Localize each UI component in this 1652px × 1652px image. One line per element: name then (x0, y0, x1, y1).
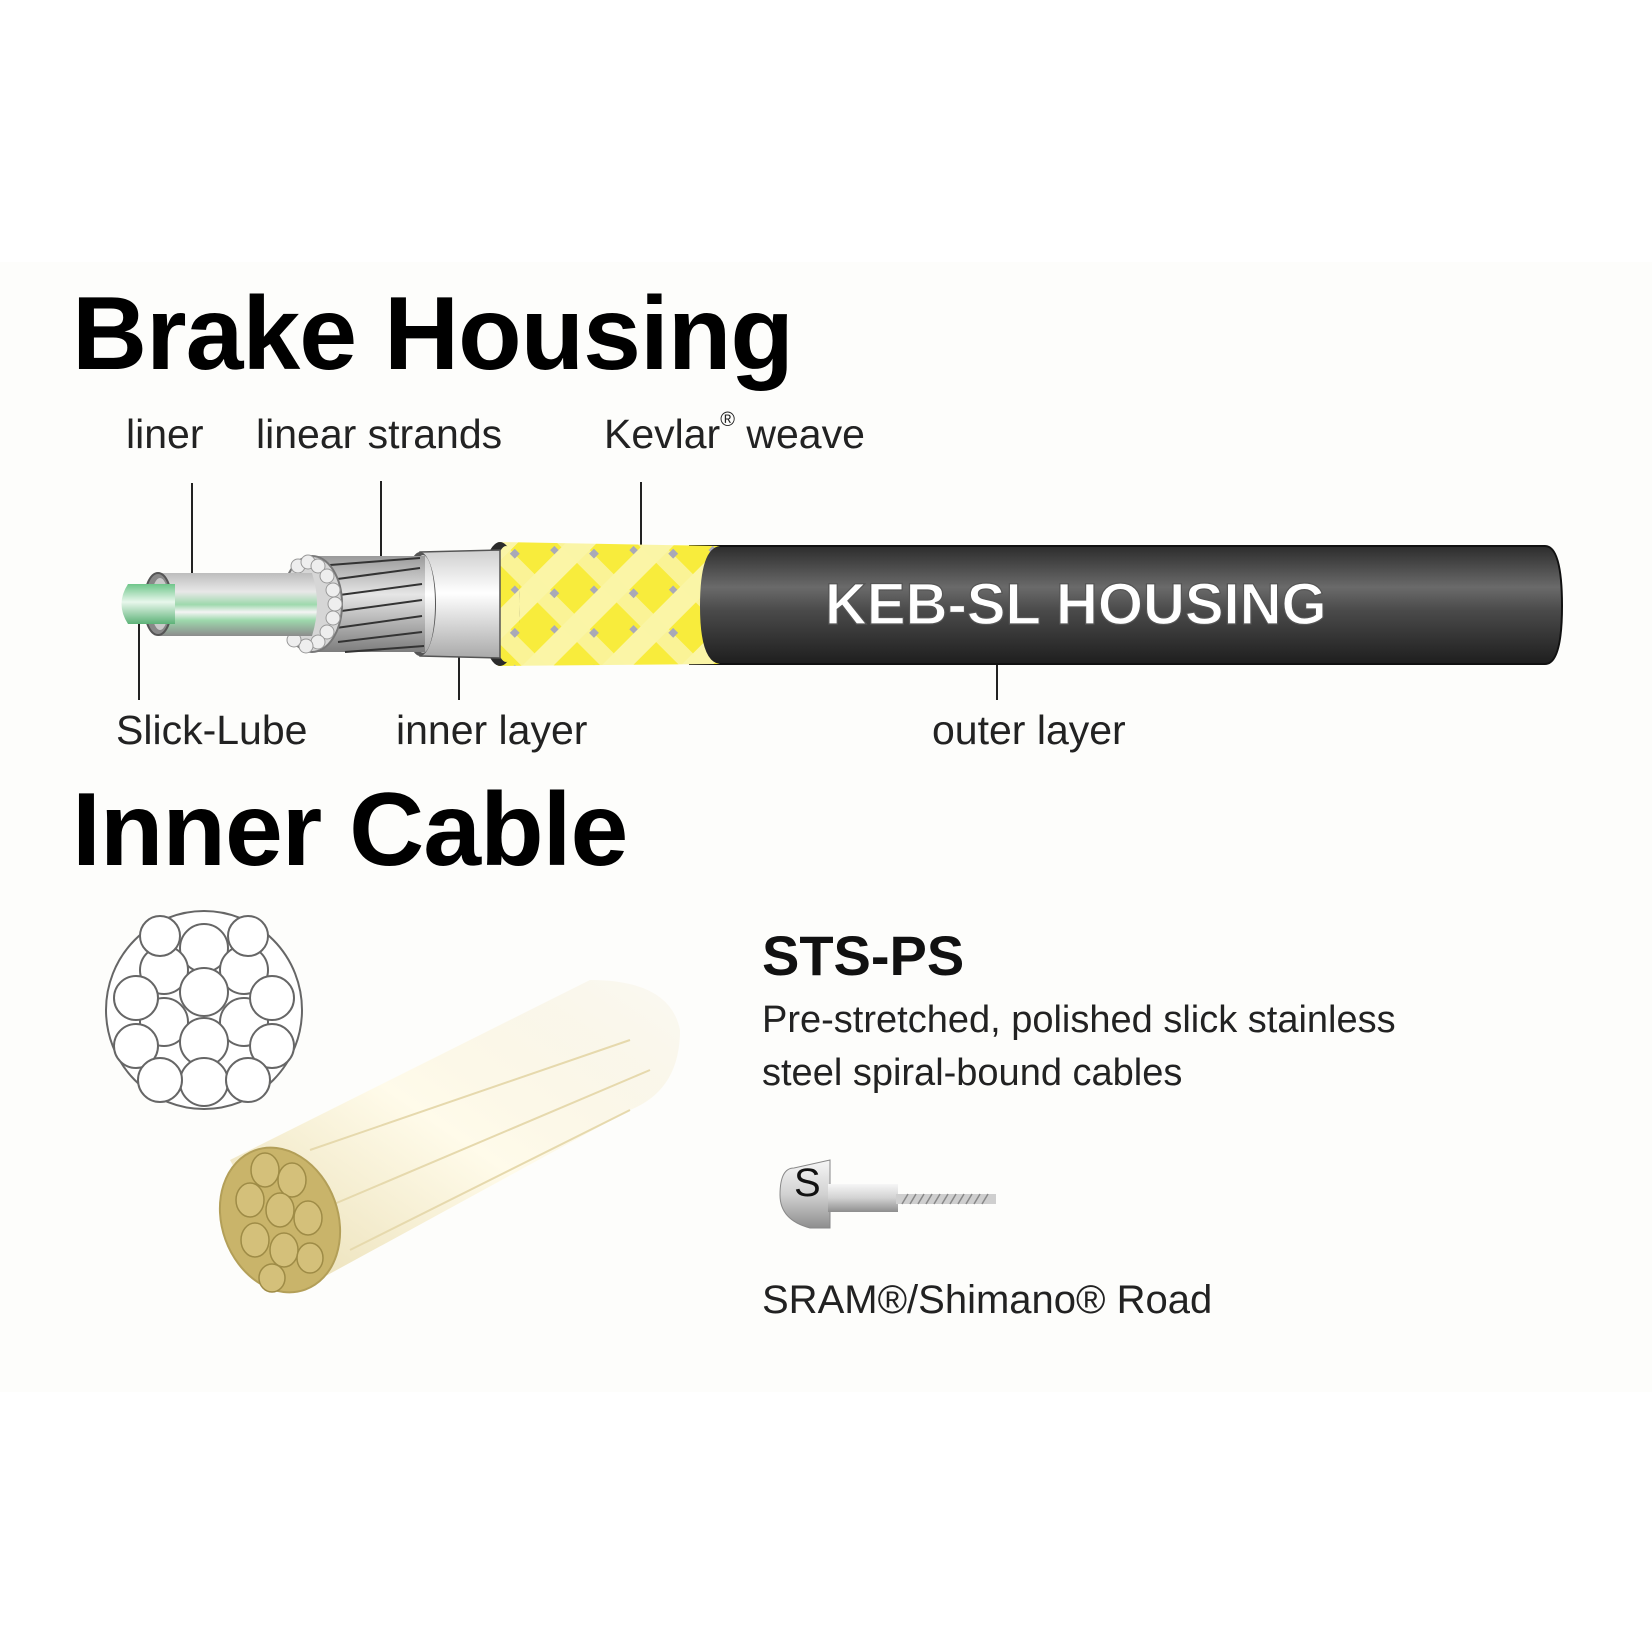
leader-kevlar (640, 482, 642, 557)
brake-housing-title: Brake Housing (72, 276, 794, 392)
leader-liner (191, 483, 193, 583)
leader-linear-strands (380, 481, 382, 558)
leader-slick-lube (138, 600, 140, 700)
label-inner-layer: inner layer (396, 707, 588, 753)
inner-cable-3d-illustration (218, 980, 680, 1294)
cable-end-s-icon: S (779, 1159, 996, 1229)
cable-cross-section-icon (105, 910, 303, 1110)
label-linear-strands: linear strands (256, 411, 503, 457)
description-line-2: steel spiral-bound cables (762, 1052, 1183, 1094)
outer-layer-shape (689, 545, 1564, 665)
housing-print-text: KEB-SL HOUSING (825, 572, 1327, 637)
label-kevlar-weave: Kevlar® weave (604, 409, 865, 457)
label-slick-lube: Slick-Lube (116, 707, 308, 753)
product-name: STS-PS (762, 924, 965, 987)
inner-cable-title: Inner Cable (72, 772, 628, 888)
label-liner: liner (126, 411, 204, 457)
leader-inner-layer (458, 620, 460, 700)
end-type-glyph: S (794, 1161, 821, 1205)
compatibility-label: SRAM®/Shimano® Road (762, 1278, 1213, 1322)
description-line-1: Pre-stretched, polished slick stainless (762, 999, 1396, 1041)
label-outer-layer: outer layer (932, 707, 1126, 753)
product-description: Pre-stretched, polished slick stainless … (762, 994, 1396, 1100)
